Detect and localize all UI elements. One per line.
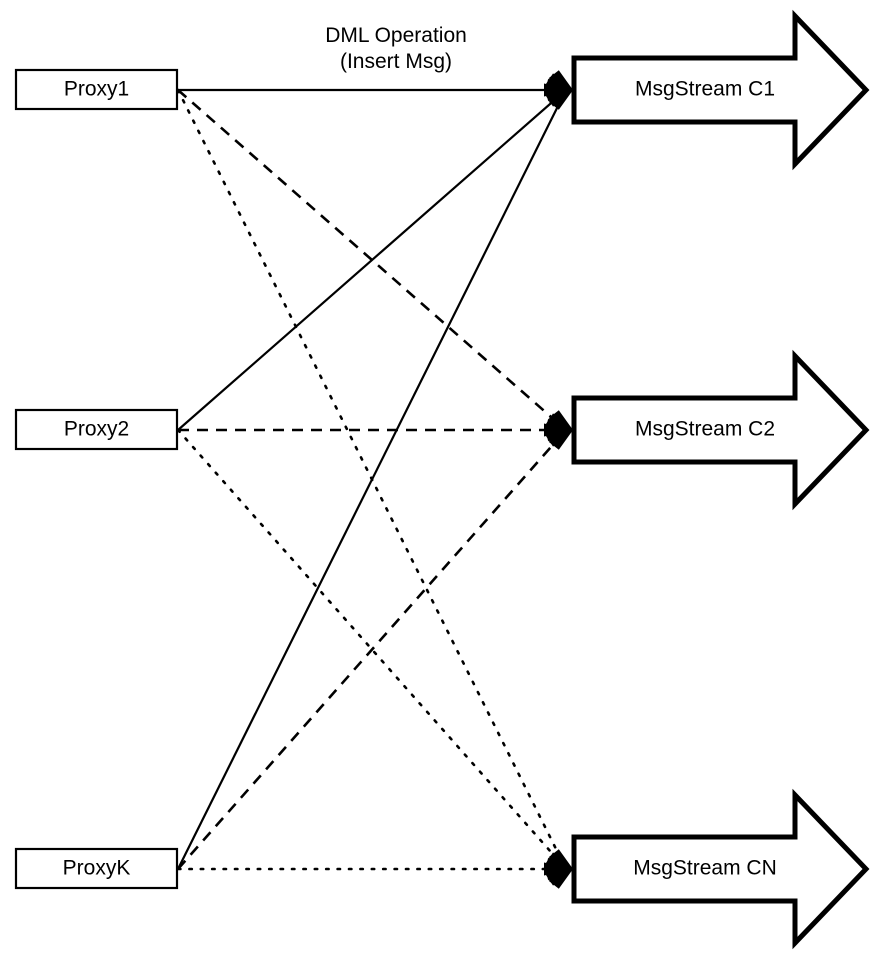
arrowhead-wedge	[545, 90, 573, 107]
proxy-label: ProxyK	[63, 857, 131, 880]
link-proxy2-to-c1	[177, 89, 567, 431]
stream-label: MsgStream C2	[635, 418, 775, 441]
arrowhead-head-c2	[544, 410, 573, 450]
arrowhead-wedge	[545, 430, 573, 447]
arrowhead-wedge	[545, 869, 573, 886]
annotations-layer: DML Operation (Insert Msg)	[325, 24, 467, 73]
stream-arrow-shape	[571, 9, 870, 171]
annotation-line-2: (Insert Msg)	[340, 50, 452, 73]
proxy-node-proxyk[interactable]: ProxyK	[14, 847, 179, 890]
proxy-label: Proxy1	[64, 78, 129, 101]
link-proxyk-to-c1	[177, 89, 567, 870]
proxy-node-proxy2[interactable]: Proxy2	[14, 408, 179, 451]
stream-msgstream-cn: MsgStream CN	[571, 788, 870, 950]
annotation-dml-operation: DML Operation (Insert Msg)	[325, 24, 467, 73]
arrowhead-wedge	[548, 410, 573, 430]
stream-msgstream-c2: MsgStream C2	[571, 349, 870, 511]
annotation-line-1: DML Operation	[325, 24, 467, 47]
stream-arrow-shape	[571, 788, 870, 950]
arrowhead-head-cn	[544, 849, 573, 889]
links-layer	[176, 88, 568, 871]
stream-label: MsgStream C1	[635, 78, 775, 101]
arrowhead-head-c1	[544, 70, 573, 110]
proxy-box	[14, 408, 179, 451]
proxy-box	[14, 68, 179, 111]
arrowheads-layer	[544, 70, 573, 889]
proxy-box	[14, 847, 179, 890]
proxy-label: Proxy2	[64, 418, 129, 441]
link-proxyk-to-c2	[177, 429, 567, 870]
proxy-node-proxy1[interactable]: Proxy1	[14, 68, 179, 111]
stream-arrow-shape	[571, 349, 870, 511]
stream-label: MsgStream CN	[633, 857, 777, 880]
streams-layer: MsgStream C1 MsgStream C2 MsgStream CN	[571, 9, 870, 950]
arrowhead-wedge	[548, 70, 573, 90]
stream-msgstream-c1: MsgStream C1	[571, 9, 870, 171]
arrowhead-wedge	[548, 849, 573, 869]
